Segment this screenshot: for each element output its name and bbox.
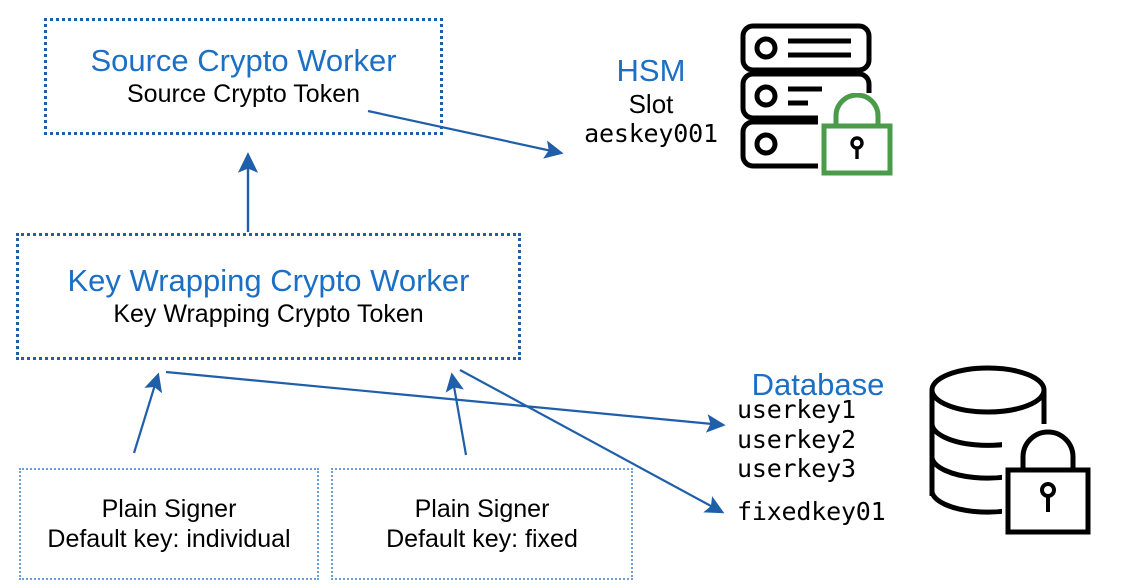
source-worker-title: Source Crypto Worker (90, 42, 397, 78)
hsm-subtitle: Slot (628, 88, 674, 119)
key-wrapping-worker-title: Key Wrapping Crypto Worker (67, 262, 470, 298)
box-plain-signer-fixed[interactable]: Plain Signer Default key: fixed (331, 468, 633, 580)
black-padlock-icon (1002, 424, 1094, 539)
hsm-label-group: HSM Slot aeskey001 (556, 53, 746, 148)
plain-signer-fixed-line1: Plain Signer (414, 494, 550, 523)
hsm-key-aeskey001: aeskey001 (584, 118, 718, 148)
plain-signer-individual-line1: Plain Signer (101, 494, 237, 523)
database-title: Database (751, 367, 885, 402)
green-padlock-icon (818, 93, 902, 177)
hsm-title: HSM (616, 53, 686, 88)
database-key-userkey3: userkey3 (737, 454, 856, 483)
arrow-signer-fixed-to-key-wrapping (445, 372, 468, 456)
source-worker-subtitle: Source Crypto Token (127, 80, 360, 109)
database-key-userkey1: userkey1 (737, 395, 856, 424)
database-userkey-list: userkey1 userkey2 userkey3 (737, 395, 856, 484)
box-plain-signer-individual[interactable]: Plain Signer Default key: individual (19, 468, 319, 580)
key-wrapping-worker-subtitle: Key Wrapping Crypto Token (113, 300, 424, 329)
database-fixedkey-item: fixedkey01 (737, 497, 886, 527)
database-key-fixedkey01: fixedkey01 (737, 497, 886, 526)
arrow-key-wrapping-to-userkey2 (165, 370, 726, 433)
database-key-userkey2: userkey2 (737, 424, 856, 454)
database-label-group: Database (718, 367, 918, 403)
plain-signer-fixed-line2: Default key: fixed (386, 525, 578, 553)
arrow-signer-individual-to-key-wrapping (132, 372, 163, 454)
box-key-wrapping-crypto-worker[interactable]: Key Wrapping Crypto Worker Key Wrapping … (16, 233, 521, 360)
box-source-crypto-worker[interactable]: Source Crypto Worker Source Crypto Token (44, 18, 443, 135)
plain-signer-individual-line2: Default key: individual (47, 525, 291, 553)
